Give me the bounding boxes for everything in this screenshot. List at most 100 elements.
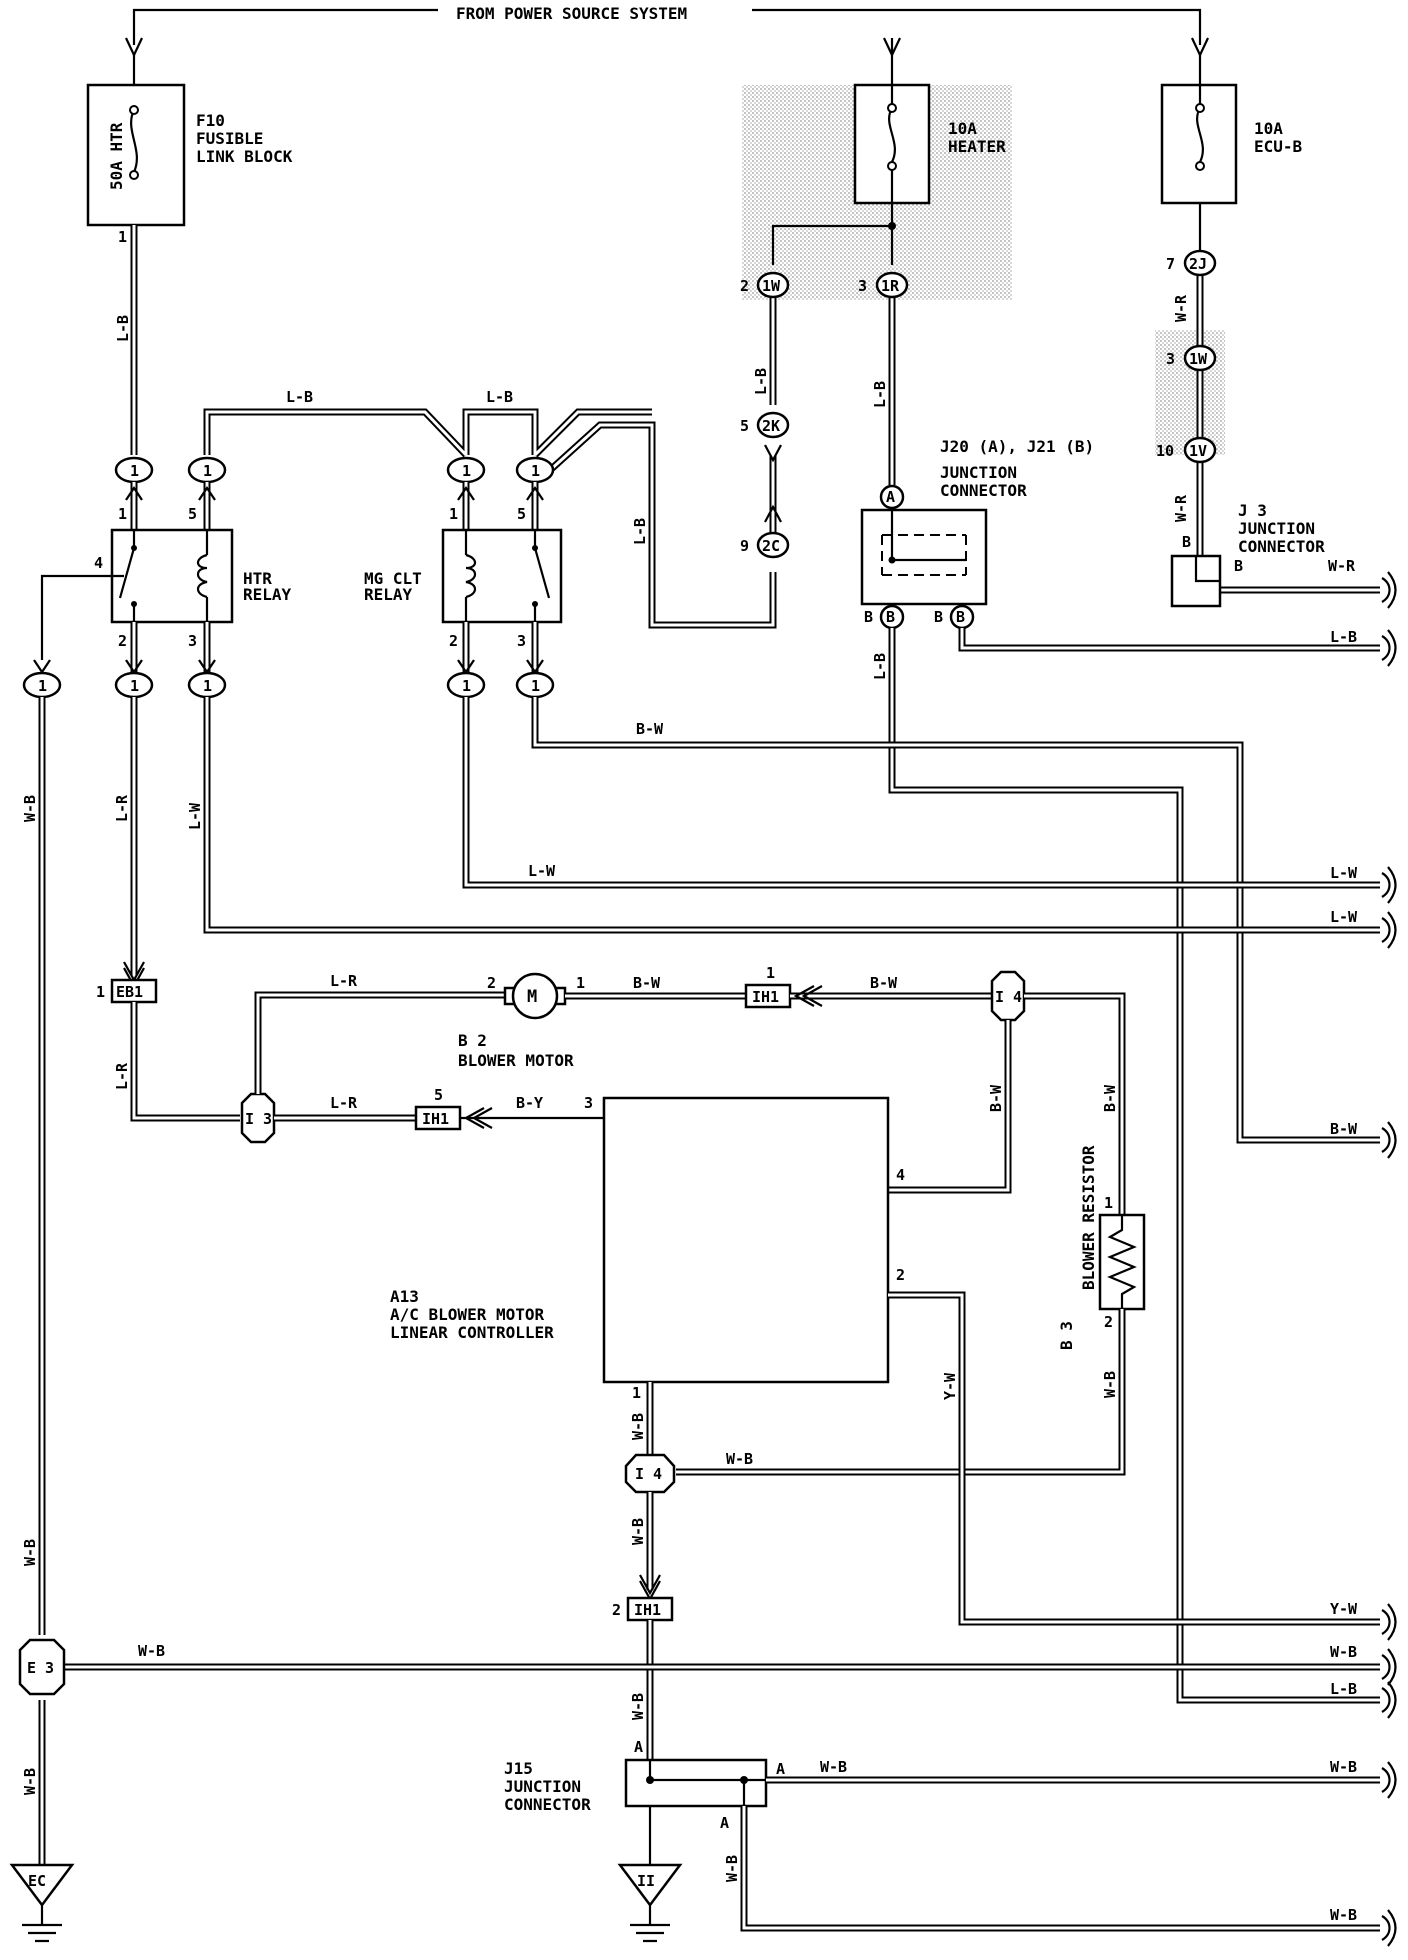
connectors-relay-outputs: 1 1 1 1 1 [22, 622, 555, 699]
wire-e3-wb: W-B W-B [58, 1642, 1380, 1671]
a13-blower-controller: A13 A/C BLOWER MOTOR LINEAR CONTROLLER 2… [390, 1096, 905, 1402]
svg-text:W-B: W-B [723, 1855, 741, 1882]
svg-text:L-B: L-B [752, 368, 770, 395]
svg-text:B 2: B 2 [458, 1031, 487, 1050]
svg-text:L-B: L-B [1330, 628, 1357, 646]
svg-text:JUNCTION: JUNCTION [504, 1777, 581, 1796]
wire-htr-lw: L-W L-W [186, 697, 1380, 934]
connectors-top-row: 1 1 1 1 [114, 456, 555, 484]
svg-text:W-B: W-B [726, 1450, 753, 1468]
svg-text:L-B: L-B [1330, 1680, 1357, 1698]
power-source-label: FROM POWER SOURCE SYSTEM [456, 4, 687, 23]
svg-text:W-B: W-B [21, 795, 39, 822]
mg-clt-relay: 1 5 2 3 MG CLT RELAY [364, 482, 563, 650]
svg-text:3: 3 [584, 1094, 593, 1112]
svg-text:B 3: B 3 [1057, 1321, 1076, 1350]
b2-blower-motor: M 1 B 2 BLOWER MOTOR [458, 972, 585, 1070]
svg-text:L-R: L-R [330, 972, 358, 990]
wire-f10-lb: 1 L-B [114, 225, 138, 455]
svg-text:L-R: L-R [113, 1062, 131, 1090]
svg-text:B-W: B-W [987, 1084, 1005, 1112]
heater-fuse: 10A HEATER [771, 55, 1006, 265]
svg-text:B: B [934, 608, 943, 626]
svg-text:2: 2 [449, 632, 458, 650]
svg-text:E 3: E 3 [27, 1659, 54, 1677]
svg-text:IH1: IH1 [752, 988, 779, 1006]
wire-j21-lb: L-B L-B L-B [871, 628, 1380, 1704]
svg-text:EC: EC [28, 1872, 46, 1890]
svg-text:B: B [1234, 557, 1243, 575]
svg-text:L-B: L-B [631, 518, 649, 545]
svg-text:5: 5 [517, 505, 526, 523]
svg-text:1: 1 [449, 505, 458, 523]
wire-htr-wb-ground: W-B W-B W-B [21, 697, 46, 1865]
svg-text:1W: 1W [762, 277, 781, 295]
svg-text:IH1: IH1 [634, 1601, 661, 1619]
connector-i4-top: I 4 [990, 970, 1026, 1022]
svg-text:L-W: L-W [186, 802, 204, 830]
svg-text:1: 1 [531, 677, 540, 695]
connector-2j: 2J 7 [1166, 249, 1217, 277]
svg-text:A/C BLOWER MOTOR: A/C BLOWER MOTOR [390, 1305, 544, 1324]
svg-text:1: 1 [130, 462, 139, 480]
connector-ih1-pin2: IH1 2 [612, 1596, 674, 1622]
power-source-line: FROM POWER SOURCE SYSTEM [125, 4, 1209, 58]
svg-text:EB1: EB1 [116, 983, 143, 1001]
svg-text:B: B [956, 608, 965, 626]
svg-text:1: 1 [531, 462, 540, 480]
connector-eb1: EB1 1 [96, 978, 158, 1004]
svg-text:1: 1 [1104, 1194, 1113, 1212]
svg-text:5: 5 [434, 1086, 443, 1104]
svg-text:1: 1 [576, 974, 585, 992]
svg-text:W-B: W-B [820, 1758, 847, 1776]
svg-text:L-B: L-B [114, 315, 132, 342]
wire-heater-1w-lb: L-B L-B [545, 298, 782, 629]
wire-a13-yw: Y-W Y-W [888, 1291, 1380, 1626]
wire-htr-lr: L-R [113, 697, 145, 989]
ecub-fuse: 10A ECU-B [1160, 55, 1303, 250]
svg-text:2: 2 [740, 277, 749, 295]
svg-text:10: 10 [1156, 442, 1174, 460]
wire-heater-1r-lb: L-B [871, 298, 896, 485]
svg-text:L-W: L-W [1330, 908, 1358, 926]
svg-text:L-R: L-R [113, 794, 131, 822]
svg-text:J 3: J 3 [1238, 501, 1267, 520]
svg-text:W-R: W-R [1328, 557, 1356, 575]
wire-continuation-marks [1381, 571, 1397, 1947]
f10-name-2: LINK BLOCK [196, 147, 293, 166]
svg-text:RELAY: RELAY [243, 585, 292, 604]
wire-i4-ih1-bw: B-W [790, 974, 992, 1007]
svg-text:CONNECTOR: CONNECTOR [504, 1795, 591, 1814]
svg-text:1: 1 [118, 228, 127, 246]
svg-text:W-B: W-B [1101, 1371, 1119, 1398]
connector-ih1-pin1: IH1 1 [744, 964, 792, 1009]
b3-blower-resistor: BLOWER RESISTOR B 3 2 [1057, 1145, 1146, 1350]
svg-text:L-B: L-B [286, 388, 313, 406]
svg-text:HTR: HTR [243, 569, 272, 588]
svg-text:1: 1 [118, 505, 127, 523]
svg-text:W-B: W-B [629, 1413, 647, 1440]
svg-text:Y-W: Y-W [941, 1372, 959, 1400]
svg-text:1: 1 [203, 462, 212, 480]
svg-text:CONNECTOR: CONNECTOR [1238, 537, 1325, 556]
connector-1w-ecub: 1W 3 [1166, 344, 1217, 372]
svg-text:1R: 1R [881, 277, 900, 295]
svg-text:B-W: B-W [633, 974, 661, 992]
svg-text:3: 3 [188, 632, 197, 650]
f10-rating: 50A HTR [107, 122, 126, 190]
svg-text:1W: 1W [1189, 350, 1208, 368]
j15-junction-connector: J15 JUNCTION CONNECTOR A A [504, 1758, 785, 1832]
svg-text:3: 3 [858, 277, 867, 295]
svg-text:JUNCTION: JUNCTION [1238, 519, 1315, 538]
wire-ih1-j15-wb: W-B A [629, 1620, 654, 1760]
svg-text:B-W: B-W [1330, 1120, 1358, 1138]
wire-motor-ih1-bw: B-W [565, 974, 746, 1000]
connector-1r: 1R 3 [858, 271, 909, 299]
connector-i3: I 3 [240, 1092, 276, 1144]
svg-text:1: 1 [203, 677, 212, 695]
j3-junction-connector: J 3 JUNCTION CONNECTOR [1170, 501, 1325, 608]
svg-text:7: 7 [1166, 255, 1175, 273]
svg-text:MG CLT: MG CLT [364, 569, 422, 588]
svg-text:II: II [637, 1872, 655, 1890]
svg-text:B: B [864, 608, 873, 626]
